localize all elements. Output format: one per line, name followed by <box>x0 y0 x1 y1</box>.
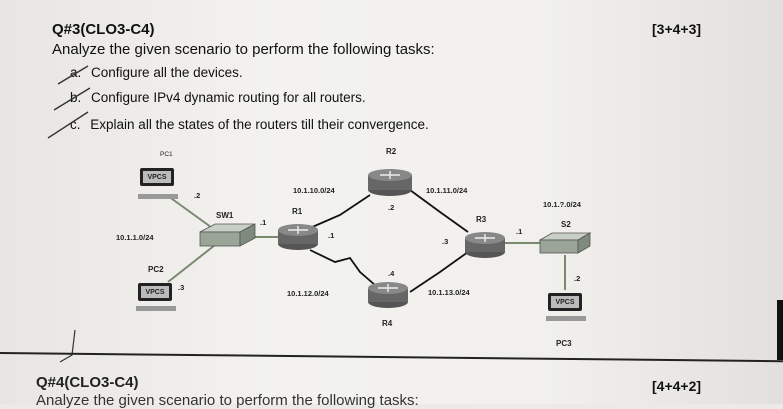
pc1-icon <box>138 168 178 199</box>
s2-switch-icon <box>538 232 592 254</box>
task-b-text: Configure IPv4 dynamic routing for all r… <box>91 90 366 105</box>
pc3-vpcs-label: VPCS <box>555 299 574 306</box>
r4-label: R4 <box>382 319 393 328</box>
r4-r1-if-label: .4 <box>388 269 395 278</box>
r3-label: R3 <box>476 215 487 224</box>
pc2-label: PC2 <box>148 265 164 274</box>
pc2-icon <box>136 283 176 311</box>
link-r1-r2 <box>309 194 371 229</box>
net-right-label: 10.1.?.0/24 <box>543 200 582 209</box>
net-r4r3-label: 10.1.13.0/24 <box>428 288 471 297</box>
pc1-label: PC1 <box>160 151 173 158</box>
link-r4-r3 <box>409 251 469 293</box>
link-r1-r4 <box>309 249 376 286</box>
r1-r2-if-label: .1 <box>328 231 334 240</box>
link-r2-r3 <box>409 189 469 233</box>
task-a-letter: a. <box>70 65 82 80</box>
r3-router-icon <box>465 232 505 258</box>
r2-r1-if-label: .2 <box>388 203 394 212</box>
question-marks: [3+4+3] <box>652 21 702 37</box>
pc3-label: PC3 <box>556 339 572 348</box>
r1-label: R1 <box>292 207 303 216</box>
r2-label: R2 <box>386 147 397 156</box>
links <box>167 189 566 293</box>
next-question-title: Q#4(CLO3-C4) <box>36 374 139 391</box>
sw1-r1-if-label: .1 <box>260 218 266 227</box>
sw1-label: SW1 <box>216 211 234 220</box>
r3-s2-if-label: .1 <box>516 227 522 236</box>
r3-r4-if-label: .3 <box>442 237 448 246</box>
next-question-intro: Analyze the given scenario to perform th… <box>36 392 419 409</box>
next-question-marks: [4+4+2] <box>652 378 702 394</box>
pc2-if-label: .3 <box>178 283 184 292</box>
r2-router-icon <box>368 169 412 196</box>
task-a: a. Configure all the devices. <box>70 65 243 80</box>
pc3-if-label: .2 <box>574 274 580 283</box>
question-intro: Analyze the given scenario to perform th… <box>52 41 435 58</box>
net-r2r3-label: 10.1.11.0/24 <box>426 186 468 195</box>
s2-label: S2 <box>561 220 571 229</box>
task-c-text: Explain all the states of the routers ti… <box>90 117 429 132</box>
link-pc2-sw1 <box>167 244 216 283</box>
question-title: Q#3(CLO3-C4) <box>52 21 155 38</box>
pc1-if-label: .2 <box>194 191 200 200</box>
task-a-text: Configure all the devices. <box>91 65 243 80</box>
sw1-icon <box>199 223 256 247</box>
pc3-icon <box>546 293 586 321</box>
r1-router-icon <box>278 224 318 250</box>
net-r1r2-label: 10.1.10.0/24 <box>293 186 336 195</box>
task-c-letter: c. <box>70 117 81 132</box>
paper-edge-shadow <box>777 300 783 360</box>
r4-router-icon <box>368 282 408 308</box>
link-pc1-sw1 <box>167 195 216 231</box>
net-r1r4-label: 10.1.12.0/24 <box>287 289 330 298</box>
pc2-vpcs-label: VPCS <box>145 289 164 296</box>
task-c: c. Explain all the states of the routers… <box>70 117 429 132</box>
net-left-label: 10.1.1.0/24 <box>116 233 154 242</box>
pc1-vpcs-label: VPCS <box>147 174 166 181</box>
